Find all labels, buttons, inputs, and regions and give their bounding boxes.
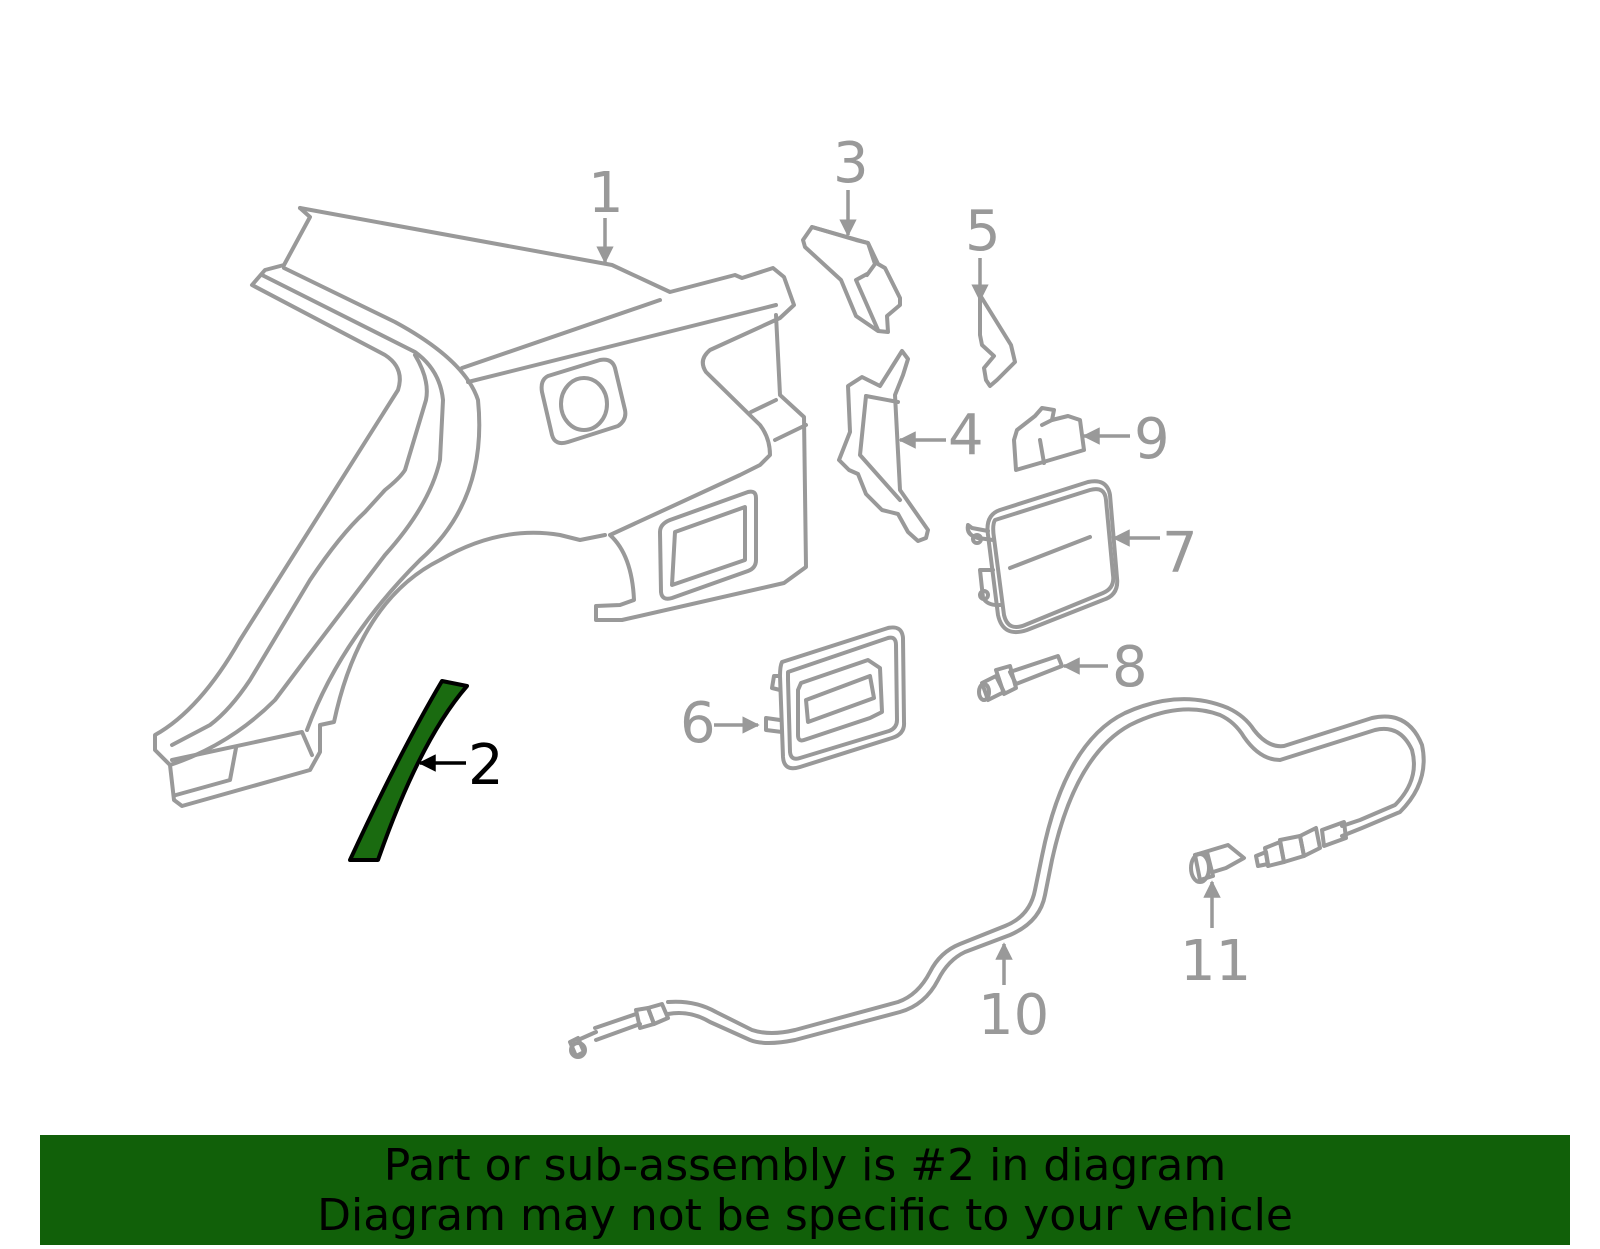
- callout-3: 3: [833, 131, 869, 196]
- part-6-housing: [764, 625, 907, 771]
- info-banner: Part or sub-assembly is #2 in diagram Di…: [40, 1135, 1570, 1245]
- callout-4: 4: [948, 403, 984, 468]
- part-9-retainer: [1012, 406, 1086, 472]
- part-8-screw: [977, 654, 1064, 702]
- part-5-clip: [978, 293, 1017, 388]
- part-1-quarter-panel: [153, 206, 808, 808]
- part-11-clip: [1189, 843, 1246, 884]
- part-3-bracket: [801, 225, 902, 334]
- callout-labels: 1 2 3 4 5 6 7 8 9 10 11: [468, 131, 1251, 1048]
- part-10-cable: [568, 697, 1426, 1059]
- part-7-fuel-door: [965, 479, 1120, 635]
- banner-line-2: Diagram may not be specific to your vehi…: [317, 1190, 1293, 1241]
- leader-lines: [418, 190, 1221, 985]
- callout-5: 5: [965, 199, 1001, 264]
- part-4-bracket: [837, 349, 930, 543]
- callout-1: 1: [588, 161, 624, 226]
- part-2-moulding: [348, 679, 469, 862]
- callout-11: 11: [1180, 929, 1251, 994]
- callout-8: 8: [1112, 635, 1148, 700]
- callout-7: 7: [1162, 521, 1198, 586]
- banner-line-1: Part or sub-assembly is #2 in diagram: [383, 1140, 1227, 1191]
- callout-10: 10: [978, 983, 1049, 1048]
- callout-2: 2: [468, 733, 504, 798]
- callout-6: 6: [680, 691, 716, 756]
- callout-9: 9: [1134, 407, 1170, 472]
